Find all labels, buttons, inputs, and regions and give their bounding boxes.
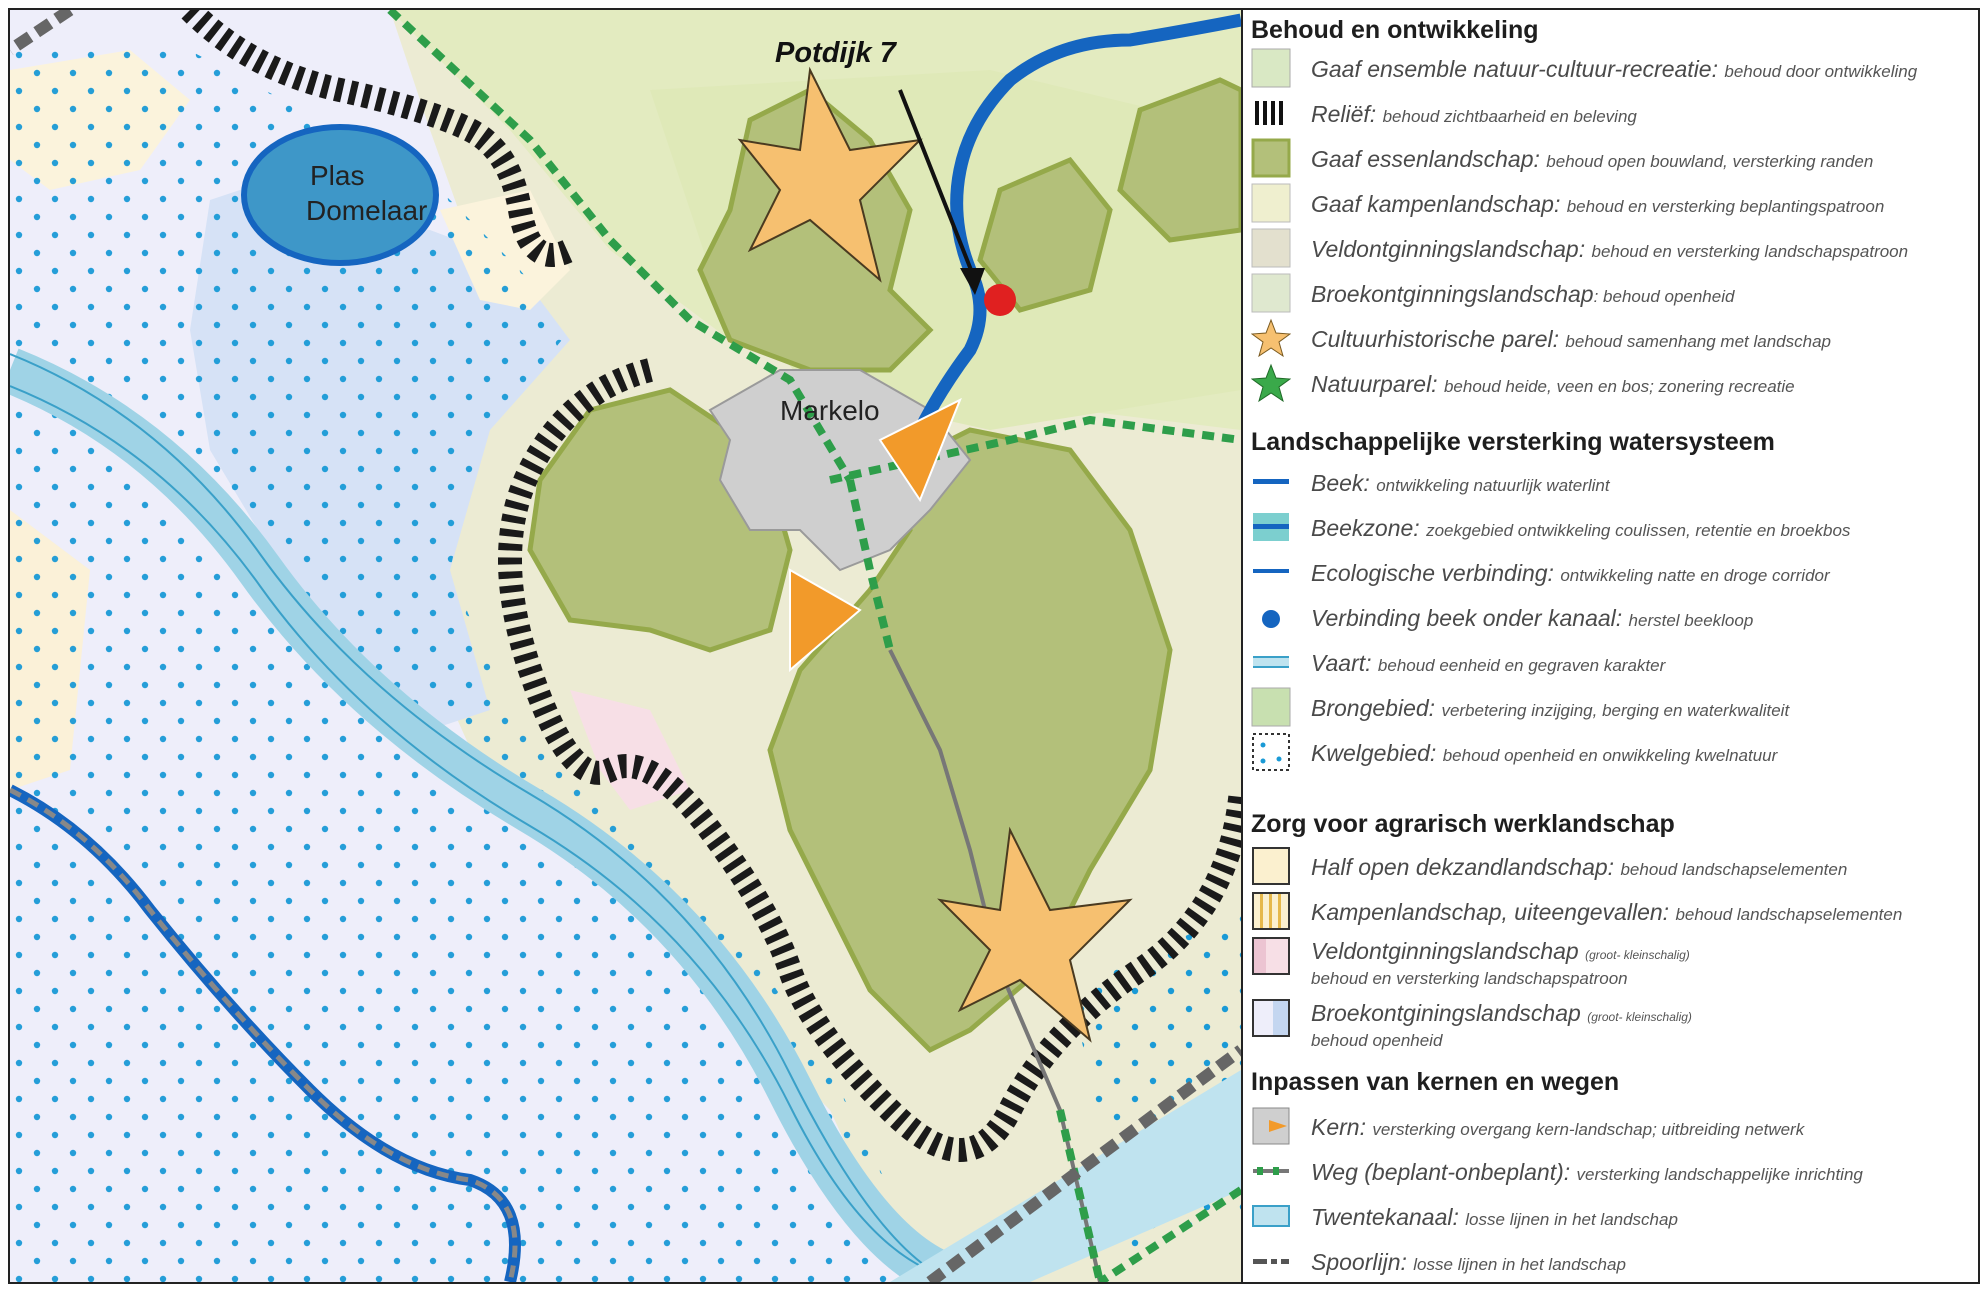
essen-east	[977, 156, 1113, 313]
label-potdijk: Potdijk 7	[775, 37, 898, 69]
vaart-edge-a	[10, 353, 955, 1282]
spoorlijn-nw	[10, 10, 74, 55]
rail-line-icon	[1253, 1259, 1289, 1264]
spoorlijn-se	[926, 1045, 1241, 1282]
essen-south	[767, 427, 1173, 1054]
weg-network	[387, 10, 1241, 1282]
beige-square-icon	[1251, 228, 1291, 268]
vaart-edge-b	[10, 385, 986, 1282]
cultuurhistorische-parel-star-south	[937, 826, 1133, 1043]
label-markelo: Markelo	[780, 395, 880, 426]
cream-square-icon	[1252, 847, 1290, 885]
legend-panel: Behoud en ontwikkeling Gaaf ensemble nat…	[1247, 16, 1977, 1282]
blue-dot-icon	[1262, 610, 1280, 628]
striped-square-icon	[1252, 892, 1290, 930]
legend-item: Natuurparel: behoud heide, veen en bos; …	[1247, 363, 1977, 407]
legend-item: Gaaf kampenlandschap: behoud en versterk…	[1247, 183, 1977, 227]
legend-item: Spoorlijn: losse lijnen in het landschap	[1247, 1241, 1977, 1282]
legend-item: Ecologische verbinding: ontwikkeling nat…	[1247, 552, 1977, 596]
green-star-icon	[1251, 363, 1291, 403]
label-domelaar: Domelaar	[306, 195, 427, 226]
green-dashed-line-icon	[1253, 1167, 1289, 1175]
vaart-band	[10, 348, 975, 1282]
legend-item: Kern: versterking overgang kern-landscha…	[1247, 1106, 1977, 1150]
relief-line	[181, 10, 1241, 1162]
essen-far-east	[1117, 77, 1241, 243]
legend-item: Weg (beplant-onbeplant): versterking lan…	[1247, 1151, 1977, 1195]
legend-item: Vaart: behoud eenheid en gegraven karakt…	[1247, 642, 1977, 686]
legend-item: Veldontginningslandschap (groot- kleinsc…	[1247, 936, 1977, 996]
light-green-square-icon	[1251, 48, 1291, 88]
legend-item: Half open dekzandlandschap: behoud lands…	[1247, 846, 1977, 890]
legend-item: Brongebied: verbetering inzijging, bergi…	[1247, 687, 1977, 731]
blue-line-short-icon	[1253, 569, 1289, 573]
legend-item: Kwelgebied: behoud openheid en onwikkeli…	[1247, 732, 1977, 776]
pink-square-icon	[1252, 937, 1290, 975]
blue-line-icon	[1253, 479, 1289, 484]
legend-item: Gaaf ensemble natuur-cultuur-recreatie: …	[1247, 48, 1977, 92]
orange-star-icon	[1251, 318, 1291, 358]
blue-split-square-icon	[1252, 999, 1290, 1037]
cultuurhistorische-parel-star-north	[737, 66, 923, 283]
double-blue-line-icon	[1253, 656, 1289, 668]
canal-square-icon	[1252, 1205, 1290, 1227]
legend-item: Beekzone: zoekgebied ontwikkeling coulis…	[1247, 507, 1977, 551]
pale-yellow-square-icon	[1251, 183, 1291, 223]
hatched-bar-icon	[1255, 101, 1283, 125]
legend-section-title: Zorg voor agrarisch werklandschap	[1251, 810, 1675, 838]
legend-section-title: Behoud en ontwikkeling	[1251, 16, 1539, 44]
beek	[914, 13, 1241, 433]
teal-band-icon	[1253, 513, 1289, 541]
legend-item: Gaaf essenlandschap: behoud open bouwlan…	[1247, 138, 1977, 182]
legend-item: Beek: ontwikkeling natuurlijk waterlint	[1247, 462, 1977, 506]
kwelgebied-dots	[10, 40, 910, 1282]
light-green-square-icon	[1251, 687, 1291, 727]
legend-section-title: Landschappelijke versterking watersystee…	[1251, 428, 1775, 456]
legend-section-title: Inpassen van kernen en wegen	[1251, 1068, 1620, 1096]
map-panel: Potdijk 7 Plas Domelaar Markelo	[10, 10, 1241, 1282]
kern-arrow-south	[789, 568, 862, 673]
olive-square-icon	[1251, 138, 1291, 178]
kern-arrow-north	[878, 397, 962, 503]
pointer-arrow	[898, 89, 977, 281]
label-plas: Plas	[310, 160, 364, 191]
legend-item: Reliëf: behoud zichtbaarheid en beleving	[1247, 93, 1977, 137]
legend-item: Twentekanaal: losse lijnen in het landsc…	[1247, 1196, 1977, 1240]
legend-item: Cultuurhistorische parel: behoud samenha…	[1247, 318, 1977, 362]
legend-item: Veldontginningslandschap: behoud en vers…	[1247, 228, 1977, 272]
gray-square-orange-arrow-icon	[1252, 1107, 1290, 1145]
pale-green-square-icon	[1251, 273, 1291, 313]
plas-domelaar	[241, 124, 439, 266]
legend-item: Broekontginningslandschap: behoud openhe…	[1247, 273, 1977, 317]
legend-divider	[1241, 10, 1243, 1282]
potdijk-marker	[984, 284, 1016, 316]
pointer-arrowhead	[960, 268, 985, 295]
dotted-square-icon	[1252, 733, 1290, 771]
legend-item: Kampenlandschap, uiteengevallen: behoud …	[1247, 891, 1977, 935]
legend-item: Broekontginingslandschap (groot- kleinsc…	[1247, 998, 1977, 1058]
legend-item: Verbinding beek onder kanaal: herstel be…	[1247, 597, 1977, 641]
